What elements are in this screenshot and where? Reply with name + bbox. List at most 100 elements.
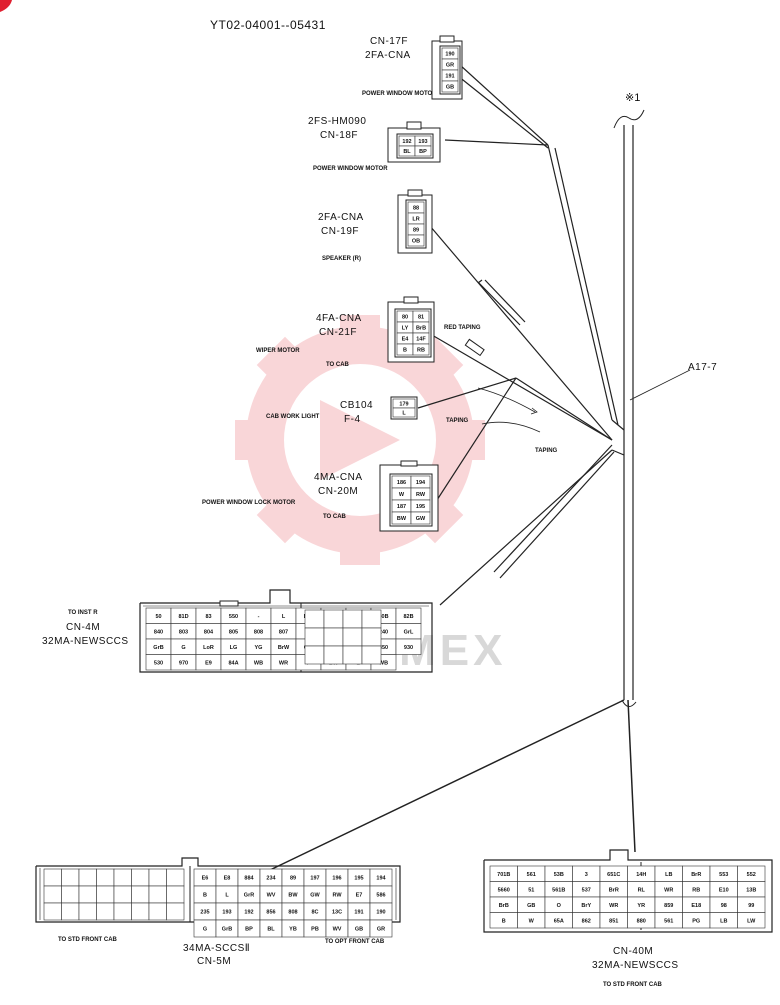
pin-label: E9 (205, 660, 212, 666)
pin-label: L (282, 614, 286, 620)
pin-label: 850 (379, 645, 388, 651)
empty-pin-cell (113, 885, 132, 904)
pin-label: 196 (332, 876, 341, 882)
pin-label: E10 (719, 887, 729, 893)
cn40m-name: CN-40M (613, 946, 653, 957)
pin-label: 80 (402, 315, 408, 321)
pin-cell (737, 912, 766, 929)
pin-cell (395, 638, 422, 655)
empty-pin-cell (43, 868, 62, 887)
pin-label: 804 (204, 629, 214, 635)
pin-label: B (403, 348, 407, 354)
cn4m-name: CN-4M (66, 622, 100, 633)
pin-label: 530 (154, 660, 163, 666)
pin-label: 98 (721, 903, 727, 909)
pin-label: E6 (202, 876, 209, 882)
cn18f-type: 2FS-HM090 (308, 116, 366, 127)
pin-label: 193 (418, 139, 427, 145)
pin-label: 701B (497, 872, 510, 878)
pin-label: 193 (222, 910, 231, 916)
pin-label: 970 (179, 660, 188, 666)
pin-label: 89 (290, 876, 296, 882)
pin-label: 53B (554, 872, 564, 878)
pin-label: 5660 (498, 887, 510, 893)
cn20m-type: 4MA-CNA (314, 472, 363, 483)
pin-label: 60B (378, 614, 388, 620)
pin-label: 561 (664, 918, 673, 924)
pin-label: E18 (691, 903, 701, 909)
pin-label: 81 (418, 315, 424, 321)
taping-arc-2 (481, 421, 541, 433)
pin-label: PB (311, 927, 319, 933)
pin-label: 808 (288, 910, 297, 916)
pin-label: LY (402, 326, 409, 332)
pin-label: 552 (747, 872, 756, 878)
pin-label: WB (379, 660, 388, 666)
pin-label: GrB (222, 927, 232, 933)
pin-label: 84A (228, 660, 238, 666)
cn21f-desc: WIPER MOTOR (256, 348, 300, 354)
pin-label: LG (230, 645, 238, 651)
pin-label: O (557, 903, 562, 909)
pin-label: 190 (376, 910, 385, 916)
pin-label: PG (692, 918, 700, 924)
pin-label: WR (664, 887, 673, 893)
cb104-type: F-4 (344, 414, 361, 425)
pin-label: LR (412, 217, 419, 223)
pin-label: BW (397, 516, 407, 522)
empty-pin-cell (361, 645, 382, 665)
cn5m-name: CN-5M (197, 956, 231, 967)
pin-label: 51 (528, 887, 534, 893)
pin-label: - (258, 614, 260, 620)
lower-branches (269, 699, 636, 871)
pin-cell (441, 80, 459, 93)
empty-pin-cell (78, 885, 97, 904)
pin-label: 805 (229, 629, 238, 635)
empty-pin-cell (113, 868, 132, 887)
empty-pin-cell (96, 868, 115, 887)
cb104-name: CB104 (340, 400, 373, 411)
empty-pin-cell (166, 902, 185, 921)
taping-label-1: TAPING (446, 418, 469, 424)
pin-label: 195 (416, 504, 425, 510)
pin-label: 195 (354, 876, 363, 882)
pin-label: 81D (178, 614, 188, 620)
pin-label: 13B (746, 887, 756, 893)
pin-label: 50 (155, 614, 161, 620)
empty-pin-cell (166, 885, 185, 904)
pin-label: WV (267, 893, 276, 899)
pin-label: 88 (413, 206, 419, 212)
empty-pin-cell (148, 868, 167, 887)
red-taping-label: RED TAPING (444, 325, 481, 331)
empty-pin-cell (131, 885, 150, 904)
empty-pin-cell (361, 627, 382, 647)
pin-label: 884 (244, 876, 254, 882)
pin-label: BrY (581, 903, 591, 909)
cn17f-desc: POWER WINDOW MOTOR (362, 91, 437, 97)
pin-label: YG (255, 645, 263, 651)
pin-label: RB (417, 348, 425, 354)
pin-label: 808 (254, 629, 263, 635)
pin-label: 194 (416, 480, 426, 486)
pin-label: LoR (203, 645, 214, 651)
cn4m-note: TO INST R (68, 610, 98, 616)
empty-pin-cell (304, 627, 325, 647)
pin-label: W (529, 918, 535, 924)
pin-label: B (203, 893, 207, 899)
pin-label: L (402, 411, 406, 417)
empty-pin-cell (148, 885, 167, 904)
cn40m-note: TO STD FRONT CAB (603, 982, 663, 988)
main-trunk (613, 109, 645, 707)
pin-label: 190 (445, 52, 454, 58)
pin-label: WR (609, 903, 618, 909)
pin-label: 192 (244, 910, 253, 916)
pin-label: 856 (266, 910, 275, 916)
pin-label: 235 (200, 910, 209, 916)
empty-pin-cell (342, 645, 363, 665)
pin-label: LB (665, 872, 672, 878)
cn20m-note: TO CAB (323, 514, 347, 520)
pin-label: GrB (153, 645, 163, 651)
